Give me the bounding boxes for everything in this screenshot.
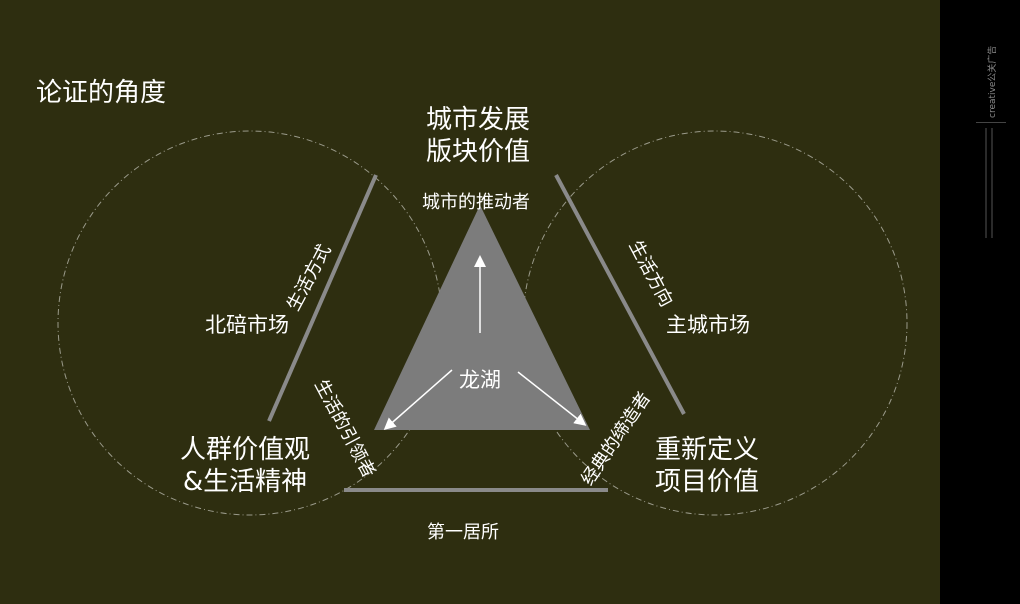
top-node-label: 城市发展 版块价值 — [426, 104, 530, 168]
left-market-label: 北碚市场 — [205, 313, 289, 337]
arrow-left — [383, 369, 453, 430]
center-triangle — [374, 205, 590, 430]
left-bottom-line2: &生活精神 — [182, 467, 308, 497]
left-bottom-node-label: 人群价值观 &生活精神 — [180, 434, 310, 498]
right-bottom-line1: 重新定义 — [655, 435, 760, 465]
top-node-line2: 版块价值 — [426, 137, 531, 167]
brand-divider — [976, 122, 1006, 123]
top-node-line1: 城市发展 — [426, 105, 531, 135]
right-sidebar — [940, 0, 1020, 604]
right-bottom-node-label: 重新定义 项目价值 — [655, 434, 759, 498]
side-note-stripe — [991, 128, 993, 238]
arrow-right — [517, 371, 587, 426]
brand-logo: creative公关广告 — [986, 46, 998, 118]
top-role-label: 城市的推动者 — [422, 192, 530, 213]
page-title: 论证的角度 — [36, 78, 167, 108]
center-label: 龙湖 — [459, 368, 501, 392]
right-market-label: 主城市场 — [666, 313, 750, 337]
side-note-stripe — [985, 128, 987, 238]
right-bottom-line2: 项目价值 — [655, 467, 760, 497]
right-guide-line — [554, 174, 686, 415]
left-bottom-line1: 人群价值观 — [180, 435, 311, 465]
left-guide-line — [267, 174, 378, 422]
diagram — [57, 130, 908, 516]
bottom-label: 第一居所 — [427, 522, 499, 543]
svg-text:creative公关广告: creative公关广告 — [986, 46, 998, 118]
